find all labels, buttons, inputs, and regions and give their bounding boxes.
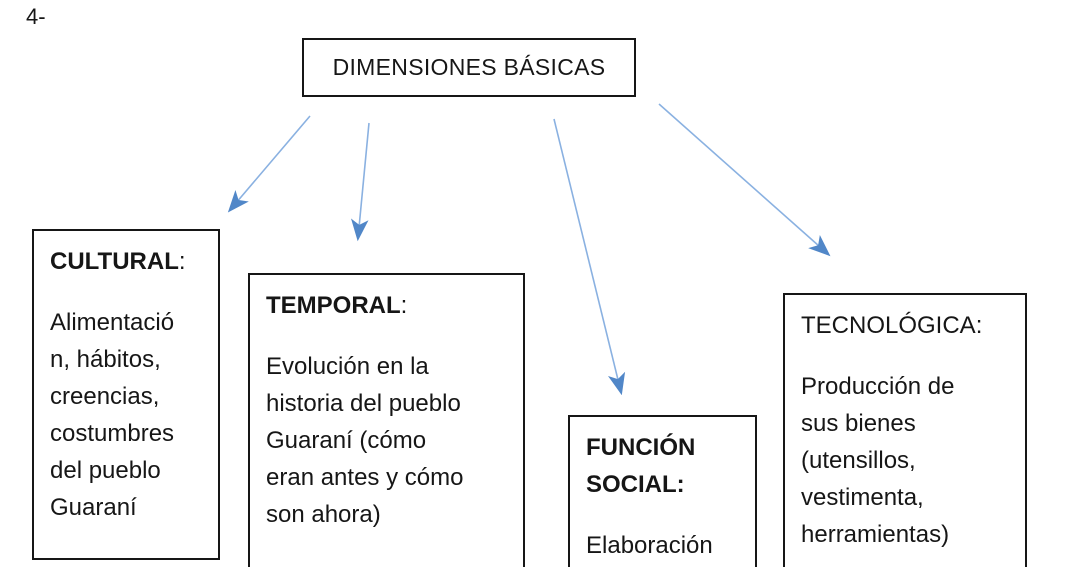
node-tecnologica-body: Producción de sus bienes (utensillos, ve… bbox=[801, 373, 955, 548]
node-funcion-social-title-strong: FUNCIÓN SOCIAL: bbox=[586, 434, 696, 498]
node-cultural[interactable]: CULTURAL: Alimentació n, hábitos, creenc… bbox=[32, 229, 220, 560]
arrow-to-temporal[interactable] bbox=[351, 122, 370, 242]
node-tecnologica-title-plain: TECNOLÓGICA: bbox=[801, 312, 983, 339]
node-temporal-title-colon: : bbox=[400, 292, 408, 319]
page-number-label: 4- bbox=[26, 4, 46, 29]
node-temporal-body: Evolución en la historia del pueblo Guar… bbox=[266, 353, 464, 528]
node-cultural-title: CULTURAL: bbox=[50, 243, 210, 280]
node-cultural-body: Alimentació n, hábitos, creencias, costu… bbox=[50, 309, 175, 521]
arrow-to-funcion-social[interactable] bbox=[553, 118, 626, 396]
node-dimensiones-basicas-title: DIMENSIONES BÁSICAS bbox=[332, 54, 606, 80]
node-tecnologica[interactable]: TECNOLÓGICA: Producción de sus bienes (u… bbox=[783, 293, 1027, 567]
arrow-to-cultural[interactable] bbox=[227, 115, 311, 213]
node-dimensiones-basicas[interactable]: DIMENSIONES BÁSICAS bbox=[302, 38, 636, 97]
arrow-to-tecnologica[interactable] bbox=[658, 103, 831, 257]
node-temporal[interactable]: TEMPORAL: Evolución en la historia del p… bbox=[248, 273, 525, 567]
node-temporal-title-strong: TEMPORAL bbox=[266, 292, 401, 319]
node-cultural-title-colon: : bbox=[178, 248, 186, 275]
node-temporal-title: TEMPORAL: bbox=[266, 287, 515, 324]
node-funcion-social-body: Elaboración bbox=[586, 532, 713, 559]
node-funcion-social-title: FUNCIÓN SOCIAL: bbox=[586, 429, 747, 503]
node-cultural-title-strong: CULTURAL bbox=[50, 248, 179, 275]
node-tecnologica-title: TECNOLÓGICA: bbox=[801, 307, 1017, 344]
node-funcion-social[interactable]: FUNCIÓN SOCIAL: Elaboración bbox=[568, 415, 757, 567]
